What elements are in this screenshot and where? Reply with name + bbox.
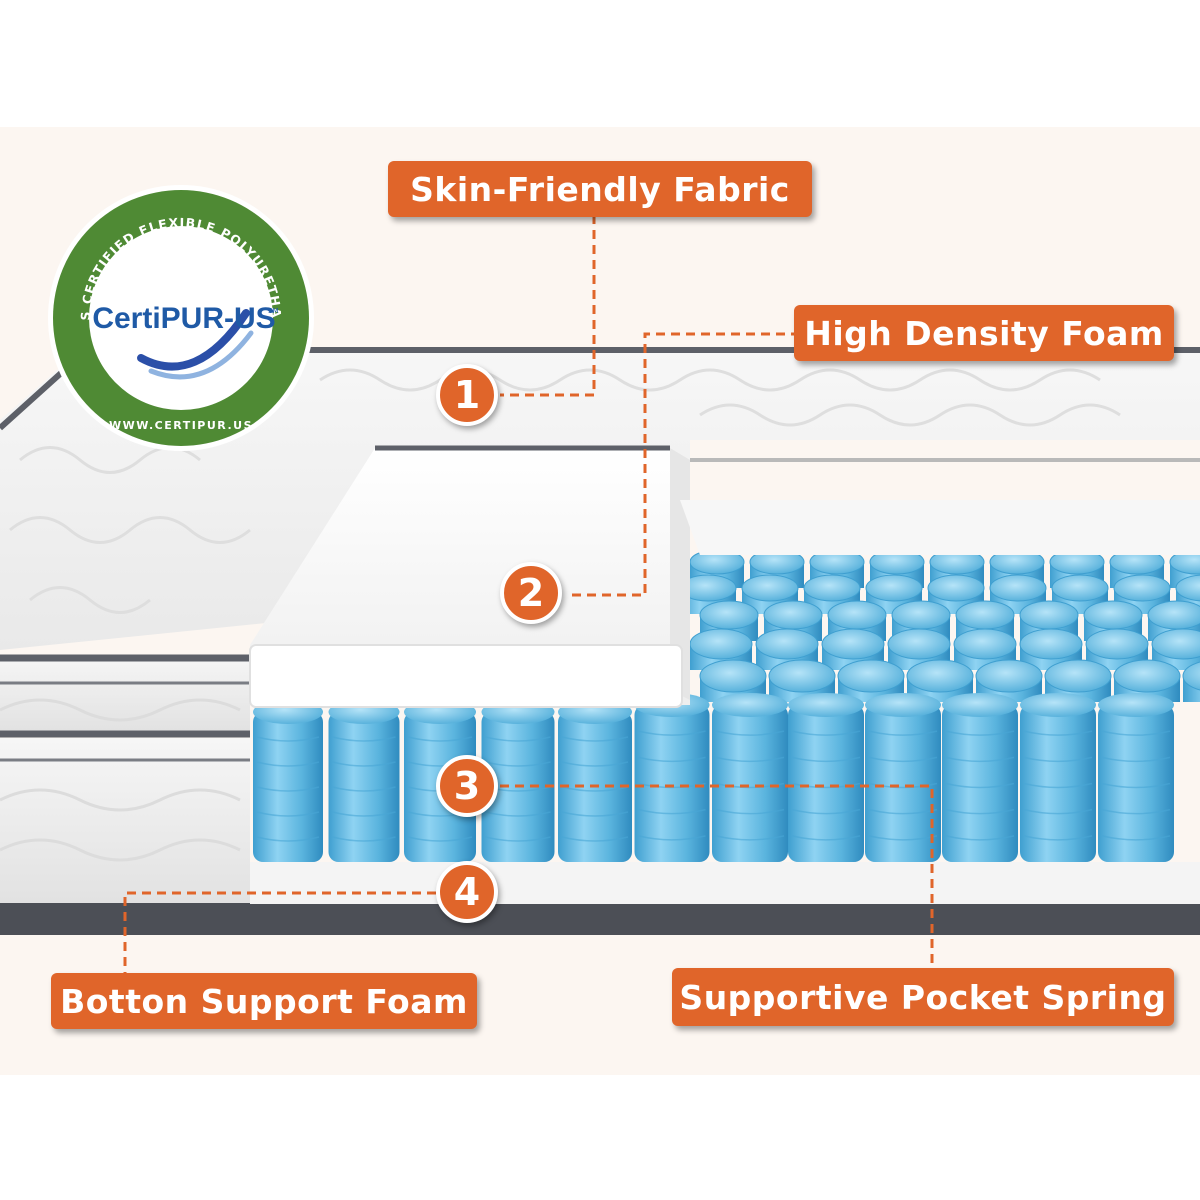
pocket-spring-top — [1019, 628, 1083, 660]
pocket-spring-top — [1182, 661, 1200, 691]
pocket-spring-top — [699, 659, 767, 693]
pocket-spring-top — [837, 659, 905, 693]
connector-3 — [500, 784, 934, 968]
pocket-spring-top — [887, 628, 951, 660]
pocket-spring-top — [1085, 628, 1149, 660]
badge-1: 1 — [436, 364, 498, 426]
badge-3: 3 — [436, 755, 498, 817]
pocket-spring-top — [1175, 574, 1200, 602]
foam-top-face — [250, 448, 690, 705]
seal-swoosh-icon — [137, 309, 254, 380]
connector-4 — [123, 891, 436, 975]
pocket-spring-top — [755, 628, 819, 660]
pocket-springs-front — [253, 693, 1174, 862]
pocket-spring-top — [865, 574, 923, 602]
pocket-spring-front — [1020, 693, 1096, 862]
pocket-spring-top — [975, 659, 1043, 693]
badge-2: 2 — [500, 562, 562, 624]
foam-front-face — [249, 644, 683, 708]
connector-1 — [500, 215, 596, 397]
pocket-spring-top — [1113, 659, 1181, 693]
pocket-spring-top — [821, 628, 885, 660]
pocket-spring-top — [803, 574, 861, 602]
pocket-spring-front — [942, 693, 1018, 862]
seal-ring-bottom-text: WWW.CERTIPUR.US — [109, 419, 253, 432]
label-skin-friendly-fabric: Skin-Friendly Fabric — [388, 161, 812, 217]
pocket-spring-top — [741, 574, 799, 602]
pocket-spring-front — [1098, 693, 1174, 862]
pocket-spring-top — [989, 574, 1047, 602]
pocket-spring-front — [788, 693, 864, 862]
pocket-spring-top — [927, 574, 985, 602]
pocket-spring-front — [712, 693, 788, 862]
bottom-base — [0, 903, 1200, 935]
pocket-spring-top — [1113, 574, 1171, 602]
spring-tops-back — [679, 549, 1200, 702]
pocket-spring-top — [768, 659, 836, 693]
pocket-spring-front — [865, 693, 941, 862]
connector-2 — [566, 332, 800, 597]
pocket-spring-front — [634, 693, 710, 862]
seal-trademark: SM — [268, 307, 278, 315]
pocket-spring-top — [1044, 659, 1112, 693]
badge-4: 4 — [436, 861, 498, 923]
label-high-density-foam: High Density Foam — [794, 305, 1174, 361]
bottom-support-foam — [250, 862, 1200, 904]
pocket-spring-top — [1151, 628, 1200, 660]
lower-side-wall — [0, 738, 250, 903]
certipur-us-seal: CONTAINS CERTIFIED FLEXIBLE POLYURETHANE… — [46, 183, 314, 451]
pocket-spring-top — [1051, 574, 1109, 602]
pocket-spring-top — [906, 659, 974, 693]
pocket-spring-top — [953, 628, 1017, 660]
label-bottom-support-foam: Botton Support Foam — [51, 973, 477, 1029]
label-supportive-pocket-spring: Supportive Pocket Spring — [672, 968, 1174, 1026]
seal-logo-text: CertiPUR-US — [92, 302, 275, 335]
